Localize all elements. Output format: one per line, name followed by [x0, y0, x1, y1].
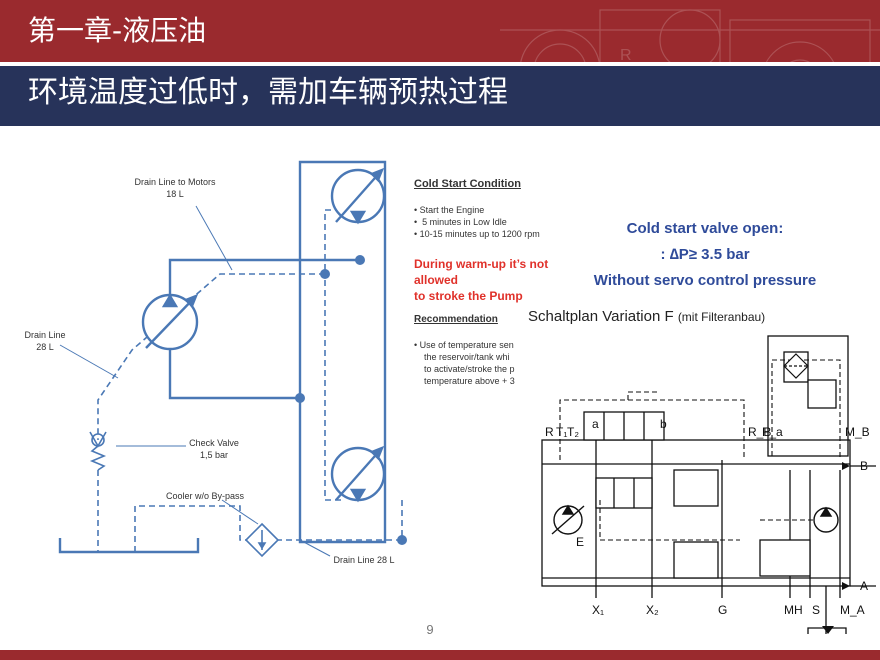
chapter-title: 第一章-液压油	[28, 14, 207, 47]
topic-header-bar	[0, 66, 880, 126]
annotation-arrow	[299, 539, 331, 557]
drain-line-motors-2	[324, 270, 345, 501]
cold-start-valve-line3: Without servo control pressure	[593, 272, 817, 289]
hydraulic-motor-bottom-icon	[330, 445, 386, 503]
bullet-item: • 5 minutes in Low Idle	[414, 217, 507, 227]
bullet-item: • 10-15 minutes up to 1200 rpm	[414, 229, 540, 239]
cold-start-valve-line1: Cold start valve open:	[626, 220, 784, 237]
recommendation-section: Recommendation	[414, 314, 524, 325]
port-label-b: B	[860, 459, 868, 473]
warning-line-2: to stroke the Pump	[414, 289, 523, 303]
junction-dot	[397, 535, 407, 545]
footer-bar	[0, 650, 880, 660]
schematic-title-main: Schaltplan Variation F	[528, 308, 674, 325]
warning-line-1: During warm-up it’s not allowed	[414, 257, 549, 287]
port-label-fa: F_a	[762, 425, 783, 439]
watermark-letter-r: R	[620, 47, 632, 64]
check-valve-label: Check Valve	[189, 438, 239, 448]
port-label-g: G	[718, 603, 727, 617]
hydraulic-circuit-diagram	[58, 160, 407, 558]
topic-title: 环境温度过低时，需加车辆预热过程	[28, 75, 508, 110]
cooler-return-line	[276, 500, 403, 541]
rec-line: to activate/stroke the p	[424, 364, 515, 374]
warning-note: During warm-up it’s not allowed to strok…	[414, 256, 584, 304]
port-label-rb: R_B	[748, 425, 771, 439]
port-label-x1: X₁	[592, 603, 604, 617]
port-label-t2: T₂	[567, 425, 579, 439]
junction-dot	[320, 269, 330, 279]
check-valve-icon	[89, 431, 107, 471]
annotation-arrow	[221, 499, 259, 525]
drain-line-value: 28 L	[36, 342, 54, 352]
schematic-pump-icon	[551, 504, 585, 535]
port-label-r: R	[545, 425, 554, 439]
port-label-x2: X₂	[646, 603, 659, 617]
port-label-ma: M_A	[840, 603, 865, 617]
rec-line-text: Use of temperature sen	[419, 340, 514, 350]
rec-line: the reservoir/tank whi	[424, 352, 510, 362]
bullet-text: Start the Engine	[419, 205, 485, 215]
rec-line: • Use of temperature sen	[414, 340, 514, 350]
drain-28-label: Drain Line 28 L	[333, 555, 395, 565]
schematic-title: Schaltplan Variation F (mit Filteranbau)	[528, 308, 765, 325]
schematic-title-sub: (mit Filteranbau)	[677, 310, 766, 324]
cold-start-heading: Cold Start Condition	[414, 178, 521, 190]
cooler-label: Cooler w/o By-pass	[165, 491, 245, 501]
cold-start-valve-line2: : ∆P≥ 3.5 bar	[660, 246, 750, 263]
port-label-a-port: A	[860, 579, 868, 593]
pump-loop-line	[168, 258, 360, 322]
cold-start-bullets: • Start the Engine • 5 minutes in Low Id…	[414, 204, 574, 240]
schematic-motor-icon	[813, 506, 839, 533]
cold-start-notes: Cold Start Condition	[414, 178, 528, 190]
drain-line-pump	[97, 273, 325, 440]
port-label-e: E	[576, 535, 584, 549]
bullet-item: • Start the Engine	[414, 205, 485, 215]
hydraulic-pump-icon	[141, 293, 199, 351]
junction-dot	[295, 393, 305, 403]
port-label-mb: M_B	[845, 425, 870, 439]
drain-motors-label: Drain Line to Motors	[134, 177, 216, 187]
drain-motors-value: 18 L	[166, 189, 184, 199]
port-label-a: a	[592, 417, 599, 431]
check-valve-value: 1,5 bar	[199, 450, 229, 460]
recommendation-heading: Recommendation	[414, 314, 498, 325]
annotation-arrow	[195, 205, 233, 271]
page-number: 9	[426, 622, 434, 637]
drain-line-label: Drain Line	[24, 330, 66, 340]
main-loop-line	[298, 160, 387, 544]
port-label-b-small: b	[660, 417, 667, 431]
schematic-filter-icon	[783, 353, 809, 379]
rec-line: temperature above + 3	[424, 376, 515, 386]
port-label-s: S	[812, 603, 820, 617]
hydraulic-schematic-variation-f: R T₁ T₂ a b R_B F_a M_B B A E X₁ X₂ G MH…	[541, 335, 876, 634]
port-label-t1: T₁	[556, 425, 567, 439]
recommendation-text: • Use of temperature sen the reservoir/t…	[414, 339, 524, 387]
port-label-mh: MH	[784, 603, 803, 617]
cooler-icon	[244, 522, 280, 558]
annotation-arrow	[59, 344, 119, 379]
cooler-line	[134, 505, 258, 552]
chapter-header-bar	[0, 0, 880, 62]
bullet-text: 5 minutes in Low Idle	[422, 217, 507, 227]
bullet-text: 10-15 minutes up to 1200 rpm	[419, 229, 540, 239]
tank-icon	[58, 538, 200, 554]
hydraulic-motor-top-icon	[330, 167, 386, 225]
junction-dot	[355, 255, 365, 265]
